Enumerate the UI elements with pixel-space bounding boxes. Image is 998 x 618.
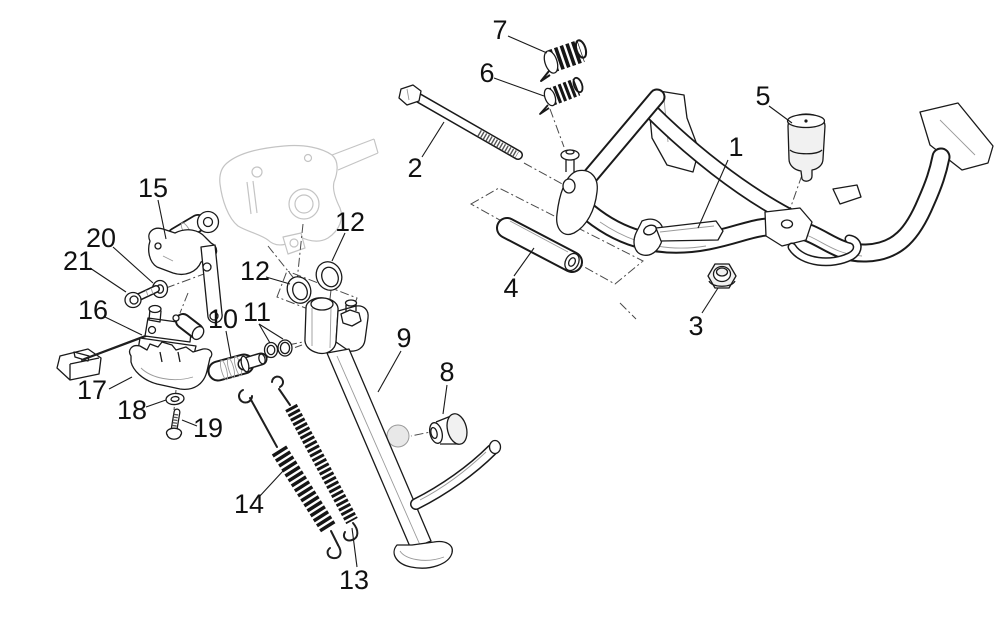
callout-washer-and-circlip: 11 <box>243 297 271 327</box>
leader-line-washer-and-circlip <box>258 323 271 344</box>
part-support-bracket <box>148 210 223 324</box>
leader-line-rubber-pad <box>442 384 448 415</box>
leader-line-washer-small <box>145 399 167 408</box>
part-cover-screw <box>165 408 183 440</box>
callout-spacer-sleeve: 4 <box>503 273 518 303</box>
part-pivot-pin <box>207 352 268 382</box>
callout-bracket-washer: 20 <box>86 223 116 253</box>
ghost-frame-bracket <box>219 138 379 255</box>
leader-line-side-stand-switch <box>104 316 143 336</box>
callout-center-stand: 1 <box>728 132 743 162</box>
leader-line-flanged-lock-nut <box>701 287 719 314</box>
part-return-spring-outer <box>540 39 588 82</box>
leader-line-bracket-washer <box>112 246 154 284</box>
leader-line-inner-return-spring <box>493 77 545 97</box>
part-lock-nut <box>707 263 737 289</box>
leader-line-side-stand <box>377 350 402 393</box>
callout-side-stand: 9 <box>396 323 411 353</box>
leader-line-rubber-buffer <box>768 105 793 124</box>
part-rubber-pad <box>428 413 468 445</box>
callout-support-bracket: 15 <box>138 173 168 203</box>
part-washer-circlip <box>263 339 293 359</box>
leader-line-center-stand-pivot-bolt <box>421 121 445 158</box>
leader-line-side-stand-outer-spring <box>258 470 284 498</box>
part-side-stand-spring-outer <box>238 389 342 560</box>
callout-washer-small: 18 <box>117 395 147 425</box>
callout-o-ring-front: 12 <box>240 256 270 286</box>
callout-switch-cover: 17 <box>77 375 107 405</box>
callout-center-stand-pivot-bolt: 2 <box>407 153 422 183</box>
callout-side-stand-outer-spring: 14 <box>234 489 264 519</box>
callout-o-ring-rear: 12 <box>335 207 365 237</box>
leader-line-support-bracket <box>157 199 167 240</box>
part-side-stand-spring-inner <box>271 375 359 542</box>
leader-line-switch-cover <box>108 376 133 390</box>
part-pivot-bolt <box>398 84 523 160</box>
callout-side-stand-inner-spring: 13 <box>339 565 369 595</box>
part-center-stand <box>556 88 994 267</box>
part-o-ring-rear <box>315 261 343 291</box>
leader-line-side-stand-inner-spring <box>351 527 358 568</box>
callout-bracket-screw: 21 <box>63 246 93 276</box>
callout-flanged-lock-nut: 3 <box>688 311 703 341</box>
callout-rubber-pad: 8 <box>439 357 454 387</box>
leader-line-bracket-screw <box>89 267 127 293</box>
leader-line-o-ring-rear <box>331 232 346 262</box>
leader-line-side-stand-pivot-pin <box>225 330 232 359</box>
leader-line-washer-and-circlip <box>258 323 284 340</box>
part-rubber-buffer <box>786 113 826 182</box>
leader-line-cover-screw <box>181 419 198 427</box>
callout-rubber-buffer: 5 <box>755 81 770 111</box>
callout-outer-return-spring: 7 <box>492 15 507 45</box>
callout-side-stand-pivot-pin: 10 <box>208 304 238 334</box>
leader-line-spacer-sleeve <box>513 247 535 277</box>
leader-line-outer-return-spring <box>507 35 548 54</box>
part-bracket-screw <box>124 285 160 309</box>
leader-line-o-ring-front <box>265 276 291 285</box>
part-switch-cover <box>128 341 213 390</box>
part-o-ring-front <box>286 276 312 304</box>
part-return-spring-inner <box>539 76 584 115</box>
callout-inner-return-spring: 6 <box>479 58 494 88</box>
callout-side-stand-switch: 16 <box>78 295 108 325</box>
part-spacer-sleeve <box>496 217 583 273</box>
part-side-stand <box>304 297 502 569</box>
part-washer-small <box>165 392 185 406</box>
leader-line-center-stand <box>697 159 729 229</box>
callout-cover-screw: 19 <box>193 413 223 443</box>
